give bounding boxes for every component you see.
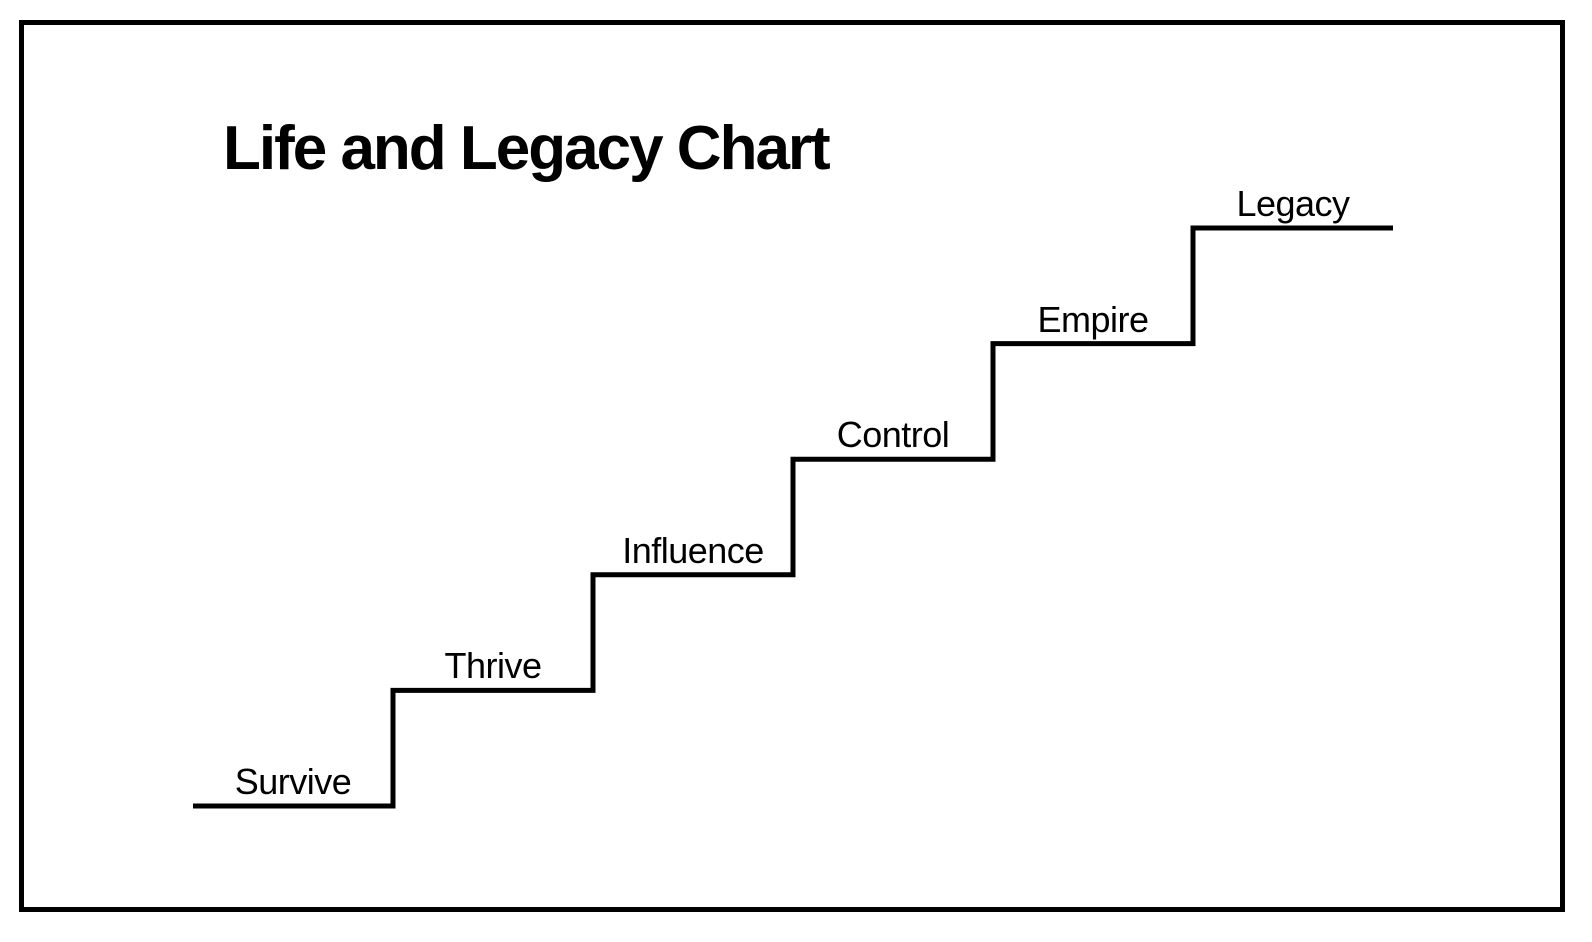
page-title: Life and Legacy Chart — [223, 114, 831, 183]
step-label-influence: Influence — [622, 530, 764, 571]
step-label-control: Control — [836, 414, 950, 455]
step-label-survive: Survive — [234, 761, 352, 802]
step-label-empire: Empire — [1037, 299, 1149, 340]
step-label-thrive: Thrive — [444, 645, 542, 686]
step-label-legacy: Legacy — [1236, 183, 1350, 224]
staircase-line — [193, 225, 1393, 809]
